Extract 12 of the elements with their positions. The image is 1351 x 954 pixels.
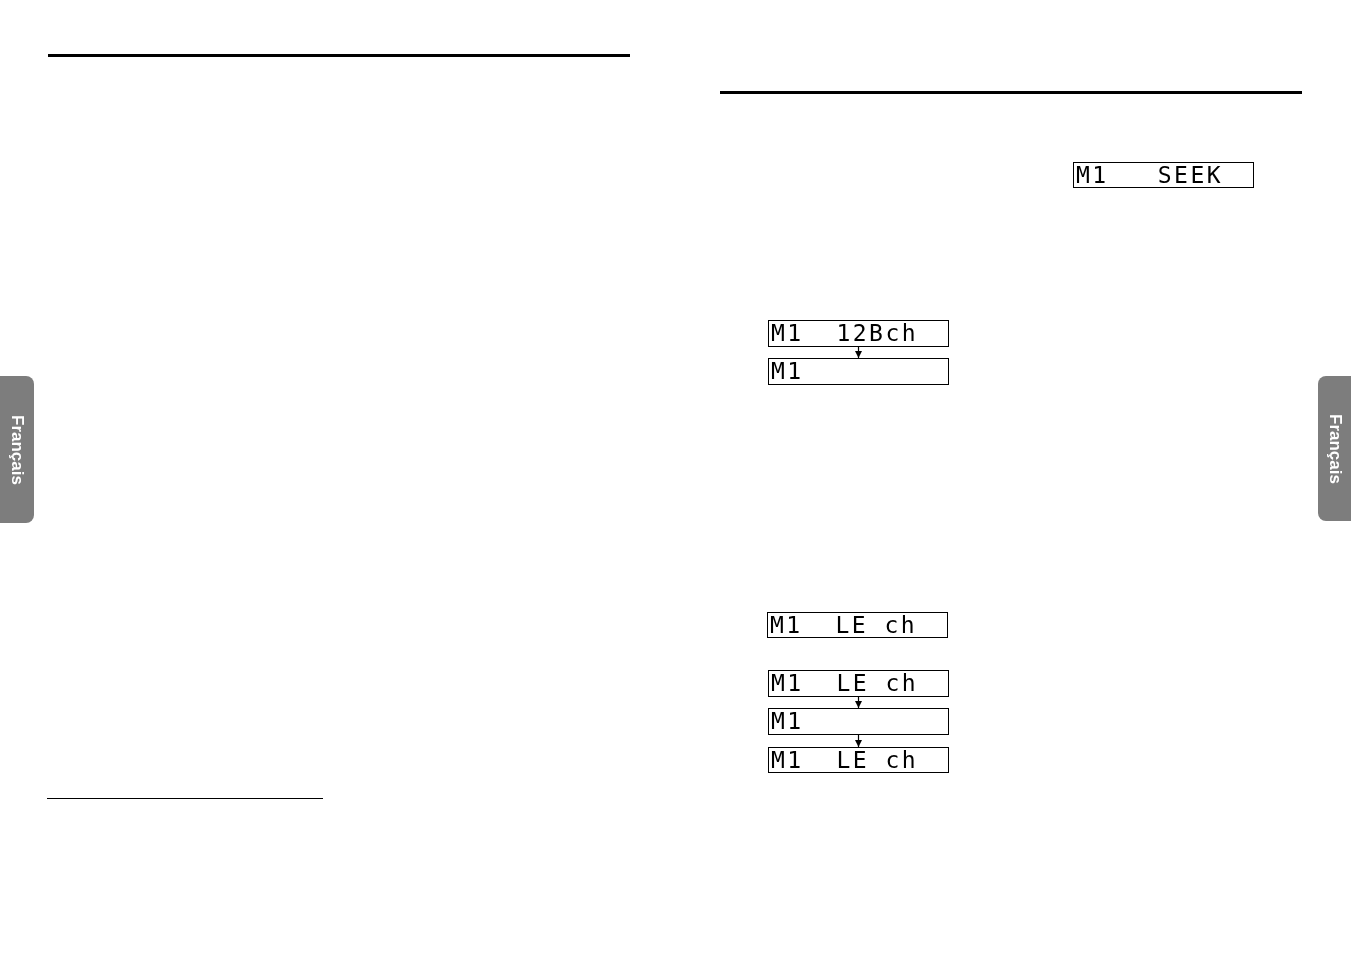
lcd-display: M1 LE ch bbox=[768, 670, 949, 697]
arrow bbox=[855, 734, 862, 748]
lcd-display: M1 SEEK bbox=[1073, 162, 1254, 188]
lcd-display: M1 bbox=[768, 708, 949, 735]
arrow bbox=[855, 696, 862, 709]
language-tab: Français bbox=[1318, 376, 1351, 521]
lcd-display: M1 LE ch bbox=[767, 612, 948, 638]
language-tab: Français bbox=[0, 376, 34, 523]
lcd-display: M1 12Bch bbox=[768, 320, 949, 347]
lcd-display: M1 bbox=[768, 358, 949, 385]
arrow bbox=[855, 346, 862, 359]
lcd-display: M1 LE ch bbox=[768, 747, 949, 773]
